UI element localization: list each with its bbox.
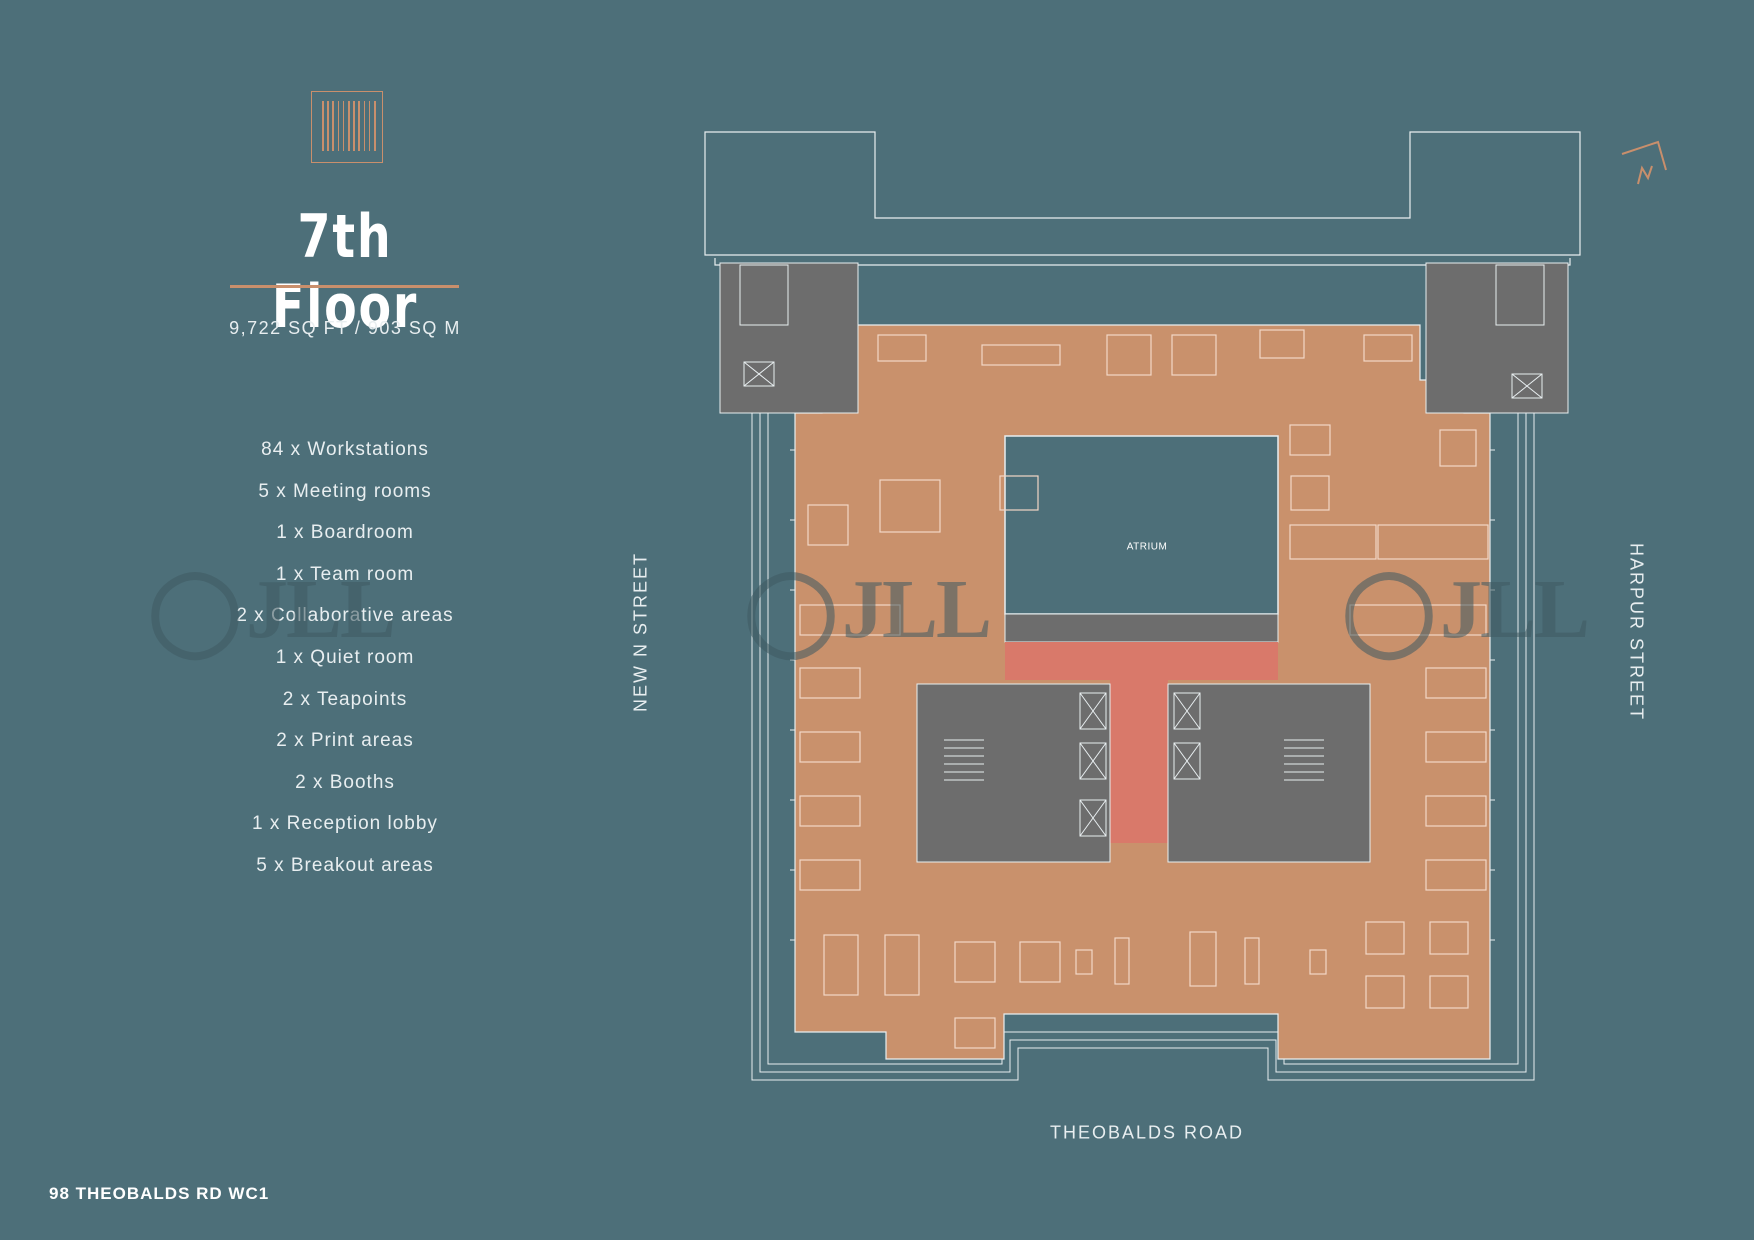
street-label-east: HARPUR STREET: [1626, 542, 1647, 722]
jll-watermark-icon: ◯: [1342, 564, 1436, 657]
roof-outline: [704, 131, 1581, 266]
feature-item: 2 x Collaborative areas: [236, 605, 454, 627]
feature-item: 2 x Booths: [295, 771, 395, 793]
facade-bar: [358, 101, 360, 151]
floor-title: 7th Floor: [271, 202, 419, 342]
facade-bar: [374, 101, 376, 151]
building-address: 98 THEOBALDS RD WC1: [49, 1184, 270, 1203]
feature-item: 1 x Team room: [275, 563, 415, 585]
facade-bar: [353, 101, 355, 151]
stair-core-west: [719, 262, 859, 414]
facade-bar: [327, 101, 329, 151]
jll-watermark: ◯JLL: [148, 560, 396, 659]
feature-item: 5 x Breakout areas: [256, 854, 434, 876]
feature-item: 1 x Reception lobby: [252, 813, 438, 835]
north-arrow-icon: [1621, 140, 1667, 185]
facade-bar: [368, 101, 371, 151]
feature-item: 2 x Print areas: [276, 730, 414, 752]
reception-corridor: [1005, 642, 1278, 843]
street-label-west: NEW N STREET: [630, 551, 651, 713]
central-core: [916, 683, 1371, 863]
feature-item: 2 x Teapoints: [282, 688, 408, 710]
facade-bar: [342, 101, 345, 151]
jll-watermark-text: JLL: [1440, 563, 1590, 656]
furniture: [799, 329, 1489, 1049]
street-label-south: THEOBALDS ROAD: [1049, 1122, 1245, 1143]
jll-watermark-icon: ◯: [744, 564, 838, 657]
atrium: [1004, 435, 1279, 643]
jll-watermark: ◯JLL: [1342, 560, 1590, 659]
jll-watermark-text: JLL: [842, 563, 992, 656]
feature-list: 84 x Workstations 5 x Meeting rooms 1 x …: [200, 438, 490, 896]
title-divider: [230, 285, 459, 288]
facade-bar: [322, 101, 324, 151]
facade-bars-icon: [322, 101, 376, 151]
facade-bar: [348, 101, 350, 151]
facade-bar: [363, 101, 366, 151]
jll-watermark-icon: ◯: [148, 564, 242, 657]
feature-item: 84 x Workstations: [261, 439, 429, 460]
jll-watermark: ◯JLL: [744, 560, 992, 659]
terrace-outline: [751, 410, 1535, 1081]
jll-watermark-text: JLL: [246, 563, 396, 656]
feature-item: 1 x Quiet room: [275, 646, 415, 668]
stair-core-east: [1425, 262, 1569, 414]
facade-bar: [337, 101, 340, 151]
facade-bar: [332, 101, 334, 151]
feature-item: 5 x Meeting rooms: [258, 480, 432, 502]
feature-item: 1 x Boardroom: [276, 522, 414, 544]
floor-area: 9,722 SQ FT / 903 SQ M: [229, 318, 461, 338]
atrium-label: ATRIUM: [1126, 541, 1168, 553]
facade-ticks: [790, 449, 1495, 941]
building-logo: [311, 91, 383, 163]
